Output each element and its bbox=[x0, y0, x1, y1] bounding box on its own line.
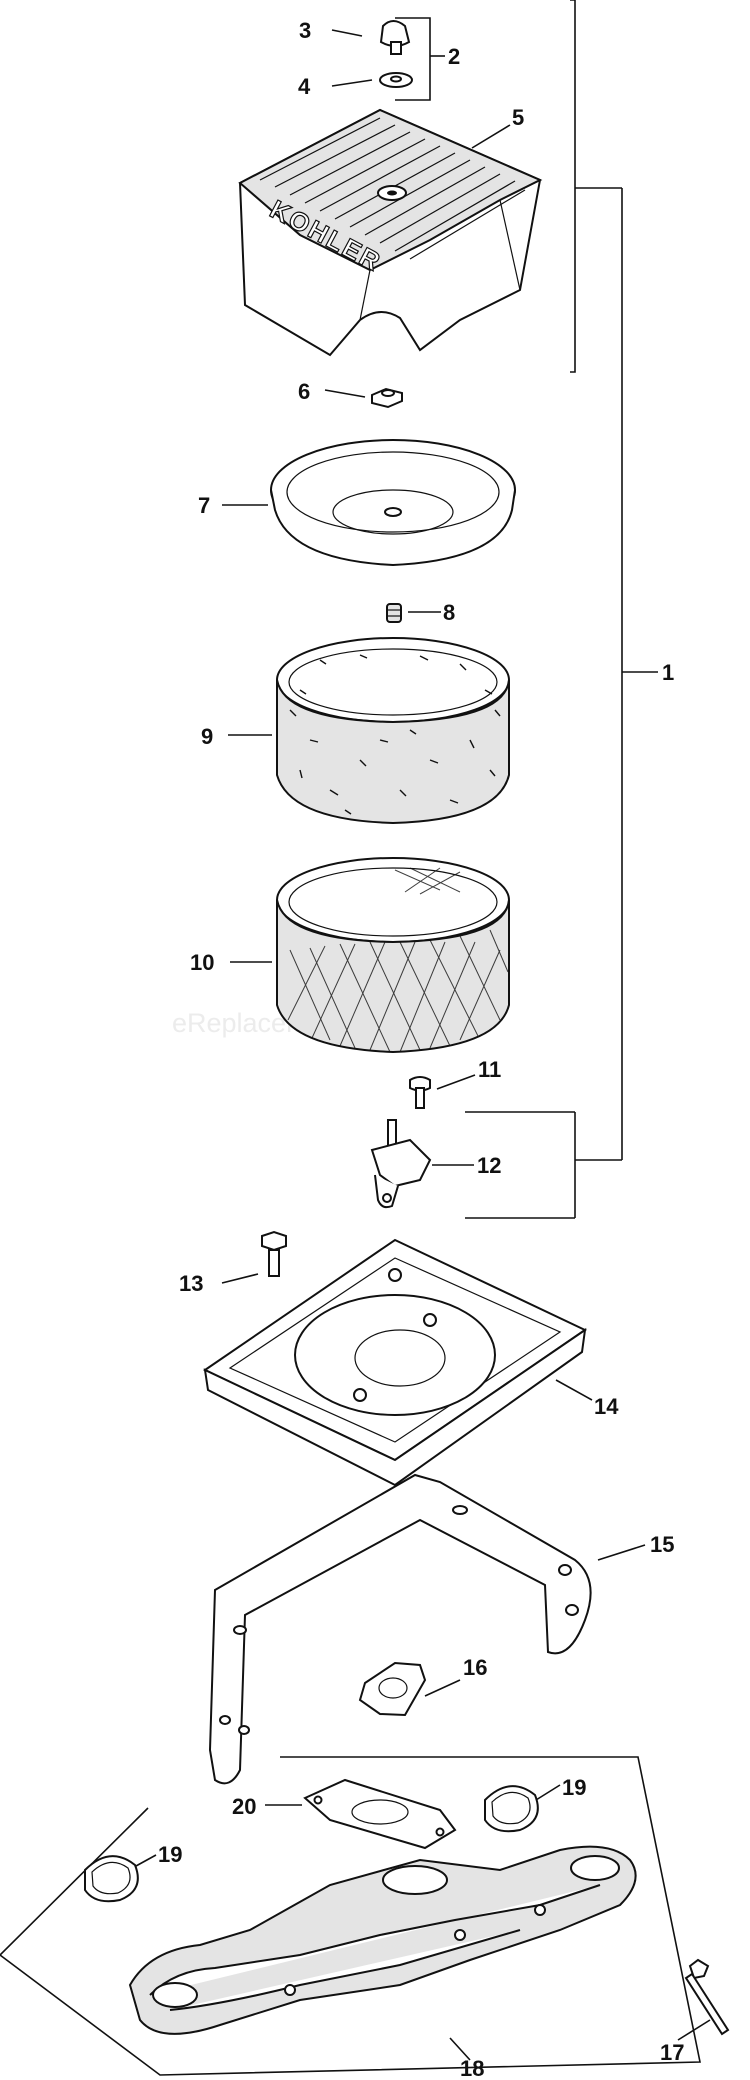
leader-lines bbox=[135, 29, 711, 2061]
assembly-brackets bbox=[395, 0, 658, 1219]
knob-part-3 bbox=[379, 20, 411, 55]
bolt-part-13 bbox=[261, 1230, 287, 1277]
callout-18: 18 bbox=[460, 2056, 484, 2080]
assembly-box-18 bbox=[0, 1756, 701, 2076]
callout-16: 16 bbox=[463, 1655, 487, 1680]
support-bracket-part-15 bbox=[208, 1473, 592, 1785]
callout-13: 13 bbox=[179, 1271, 203, 1296]
callout-4: 4 bbox=[298, 74, 311, 99]
callout-20: 20 bbox=[232, 1794, 256, 1819]
callout-7: 7 bbox=[198, 493, 210, 518]
callout-5: 5 bbox=[512, 105, 524, 130]
bracket-part-12 bbox=[370, 1119, 432, 1209]
callout-17: 17 bbox=[660, 2040, 684, 2065]
screw-part-11 bbox=[409, 1076, 431, 1109]
nut-part-6 bbox=[371, 387, 403, 409]
callout-1: 1 bbox=[662, 660, 674, 685]
callout-8: 8 bbox=[443, 600, 455, 625]
callout-11: 11 bbox=[478, 1057, 501, 1082]
seal-part-19-right bbox=[484, 1785, 539, 1833]
filter-cover-part-7 bbox=[270, 439, 516, 567]
bolt-part-17 bbox=[684, 1958, 730, 2036]
precleaner-part-9 bbox=[276, 637, 510, 825]
washer-part-4 bbox=[379, 72, 413, 88]
callout-19-left: 19 bbox=[158, 1842, 182, 1867]
callout-2: 2 bbox=[448, 44, 460, 69]
seal-part-19-left bbox=[84, 1855, 139, 1903]
callout-6: 6 bbox=[298, 379, 310, 404]
callout-10: 10 bbox=[190, 950, 214, 975]
callout-12: 12 bbox=[477, 1153, 501, 1178]
base-plate-part-14 bbox=[202, 1238, 588, 1487]
cover-part-5: KOHLER bbox=[238, 108, 543, 357]
manifold-part-18 bbox=[128, 1845, 637, 2035]
callout-3: 3 bbox=[299, 18, 311, 43]
callout-labels: 3 2 4 5 6 7 8 1 9 10 11 12 13 14 15 16 2… bbox=[158, 18, 684, 2080]
filter-element-part-10 bbox=[276, 857, 510, 1054]
grommet-part-8 bbox=[386, 603, 402, 623]
callout-9: 9 bbox=[201, 724, 213, 749]
gasket-part-16 bbox=[358, 1661, 427, 1717]
callout-15: 15 bbox=[650, 1532, 674, 1557]
gasket-part-20 bbox=[303, 1778, 457, 1850]
callout-19-right: 19 bbox=[562, 1775, 586, 1800]
callout-14: 14 bbox=[594, 1394, 619, 1419]
